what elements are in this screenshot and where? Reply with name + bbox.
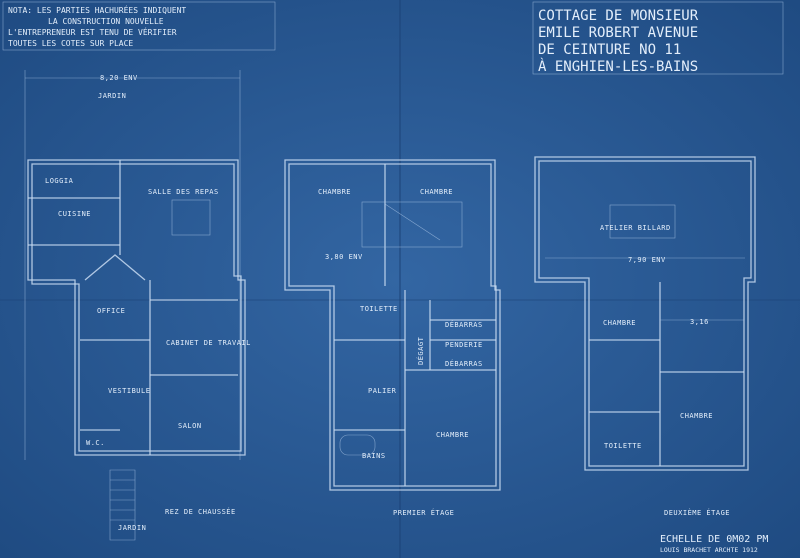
room-label: Bains [362,452,386,460]
room-label: W.C. [86,439,105,447]
room-label: Vestibule [108,387,150,395]
room-label: Penderie [445,341,483,349]
dimension-label: 3,16 [690,318,709,326]
room-label: Toilette [604,442,642,450]
title-line: Emile Robert avenue [538,25,698,41]
room-label: Salle des repas [148,188,219,196]
room-label: Chambre [420,188,453,196]
title-line: de Ceinture No 11 [538,42,681,58]
plan-second-floor: Atelier billard Chambre Chambre Toilette… [534,156,756,517]
room-label: Chambre [436,431,469,439]
room-label: Cuisine [58,210,91,218]
room-label: Cabinet de travail [166,339,251,347]
architect-signature: Louis Brachet archte 1912 [660,546,758,554]
scale-block: Echelle de 0m02 PM Louis Brachet archte … [660,534,768,554]
room-label: Chambre [603,319,636,327]
room-label: Loggia [45,177,74,185]
garden-label: Jardin [98,92,126,100]
plan-ground-floor: 8,20 env Jardin Loggia Cuisine Salle des… [24,70,251,541]
floor-title: Deuxième étage [664,508,730,517]
dimension-label: 3,80 env [325,253,363,261]
note-line: L'entrepreneur est tenu de vérifier [8,26,177,37]
title-line: à Enghien-les-Bains [538,58,698,75]
dimension-label: 8,20 env [100,74,138,82]
room-label: Office [97,307,125,315]
room-label: Atelier billard [600,224,671,232]
room-label: Chambre [680,412,713,420]
title-block: Cottage de Monsieur Emile Robert avenue … [532,1,784,75]
note-line: la construction nouvelle [48,17,164,26]
room-label: Débarras [445,320,483,329]
note-line: toutes les cotes sur place [8,39,133,48]
plan-first-floor: Chambre Chambre Toilette Débarras Pender… [284,159,501,517]
dimension-label: 7,90 env [628,256,666,264]
note-block: Nota: les parties hachurées indiquent la… [2,1,276,51]
note-line: Nota: les parties hachurées indiquent [8,4,186,15]
room-label: Chambre [318,188,351,196]
garden-label: Jardin [118,524,146,532]
room-label: Débarras [445,359,483,368]
room-label: Toilette [360,305,398,313]
title-line: Cottage de Monsieur [538,8,699,24]
room-label: Salon [178,422,202,430]
scale-label: Echelle de 0m02 PM [660,534,768,545]
floor-title: Rez de chaussée [165,507,236,516]
floor-title: Premier étage [393,508,454,517]
room-label: Dégagt [416,336,425,365]
room-label: Palier [368,387,397,395]
